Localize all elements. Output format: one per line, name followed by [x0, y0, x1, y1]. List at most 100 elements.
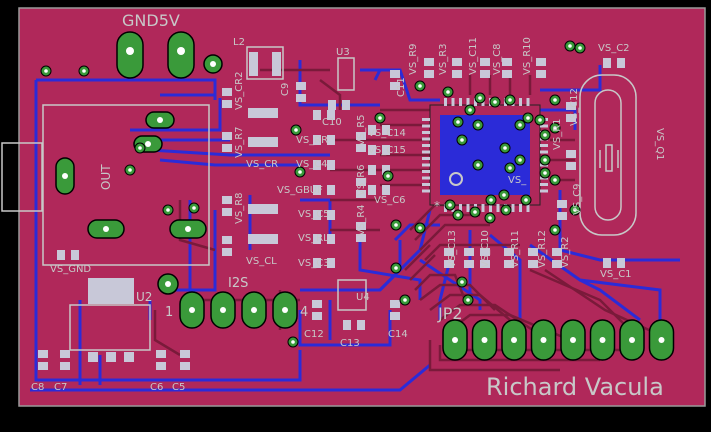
smd-pad [356, 144, 366, 152]
drill-hole [210, 61, 216, 67]
smd-pad [180, 362, 190, 370]
drill-hole [599, 337, 606, 343]
label-vs-r11: VS_R11 [510, 230, 521, 268]
smd-pad [356, 234, 366, 242]
label-c12: C12 [304, 329, 324, 340]
via-drill [298, 170, 302, 174]
silkscreen-outlines [1, 46, 637, 351]
label-vs-r8: VS_R8 [234, 193, 245, 225]
smd-pad [313, 135, 321, 145]
via-drill [578, 46, 582, 50]
label-vs-c11: VS_C11 [468, 37, 479, 75]
label-vs-gnd: VS_GND [50, 264, 91, 275]
smd-pad [528, 260, 538, 268]
via-drill [128, 168, 132, 172]
qfp-pin [519, 98, 522, 106]
label-i2s-pin1: 1 [165, 305, 173, 320]
smd-pad [480, 248, 490, 256]
crystal-q1 [599, 144, 619, 172]
smd-pad [464, 260, 474, 268]
via-drill [418, 226, 422, 230]
qfp-pin [459, 98, 462, 106]
smd-pad [557, 200, 567, 208]
smd-pad [71, 250, 79, 260]
via-drill [448, 203, 452, 207]
qfp-pin [459, 204, 462, 212]
smd-pad [328, 100, 336, 110]
u2-outline [69, 304, 151, 351]
smd-pad [424, 70, 434, 78]
qfp-pin [526, 204, 530, 212]
qfp-pin [422, 183, 430, 186]
label-vs-c4: VS_C4 [296, 159, 328, 170]
label-vs-c15: VS_C15 [368, 145, 406, 156]
smd-pad [313, 110, 321, 120]
label-vs-r1: VS_R1 [552, 119, 563, 151]
drill-hole [185, 226, 191, 232]
smd-pad [38, 350, 48, 358]
smd-pad [357, 320, 365, 330]
smd-pad [327, 110, 335, 120]
smd-pad [327, 210, 335, 220]
label-vs-c5: VS_C5 [298, 209, 330, 220]
via-drill [386, 174, 390, 178]
smd-pad [566, 114, 576, 122]
smd-pad [327, 160, 335, 170]
label-u3: U3 [336, 47, 350, 58]
label-c5: C5 [172, 382, 185, 393]
smd-pad [566, 162, 576, 170]
label-l2: L2 [233, 37, 245, 48]
smd-pad [480, 58, 490, 66]
via-drill [468, 108, 472, 112]
drill-hole [157, 117, 163, 123]
via-drill [553, 98, 557, 102]
u4-outline [337, 279, 367, 311]
smd-pad [312, 312, 322, 320]
label-i2s-pin4: 4 [300, 305, 308, 320]
via-drill [573, 208, 577, 212]
smd-pad [156, 362, 166, 370]
smd-pad [368, 165, 376, 175]
qfp-pin [540, 124, 548, 128]
smd-pad [356, 222, 366, 230]
via-drill [503, 146, 507, 150]
smd-pad [313, 210, 321, 220]
via-drill [44, 69, 48, 73]
smd-pad [313, 185, 321, 195]
qfp-pin [489, 204, 492, 212]
smd-pad [312, 300, 322, 308]
qfp-pin [422, 163, 430, 167]
ic-star-marker: * [434, 199, 440, 213]
via-drill [543, 158, 547, 162]
smd-pad [356, 178, 366, 186]
smd-pad [222, 208, 232, 216]
smd-pad [356, 190, 366, 198]
crystal-outline [579, 74, 637, 236]
qfp-pin [422, 170, 430, 173]
qfp-pin [422, 150, 430, 154]
smd-pad [504, 260, 514, 268]
label-vs-cl: VS_CL [246, 256, 277, 267]
label-vs-r6: VS_R6 [356, 165, 367, 197]
pin1-marker [449, 172, 463, 186]
label-vs-cr: VS_CR [246, 159, 278, 170]
smd-pad [313, 160, 321, 170]
smd-pad [528, 248, 538, 256]
smd-pad [327, 234, 335, 244]
via-drill [526, 116, 530, 120]
drill-hole [126, 47, 134, 55]
label-vs-r4: VS_R4 [356, 205, 367, 237]
label-c6: C6 [150, 382, 163, 393]
drill-hole [282, 307, 288, 313]
smd-pad [222, 88, 232, 96]
label-vs-r3: VS_R3 [438, 44, 449, 76]
smd-pad [382, 185, 390, 195]
label-vs-cr2: VS_CR2 [234, 72, 245, 110]
via-drill [294, 128, 298, 132]
smd-pad [343, 320, 351, 330]
label-vs-r9: VS_R9 [408, 44, 419, 76]
qfp-pin [466, 98, 470, 106]
through-hole-pads [55, 31, 675, 361]
qfp-pin [422, 144, 430, 147]
